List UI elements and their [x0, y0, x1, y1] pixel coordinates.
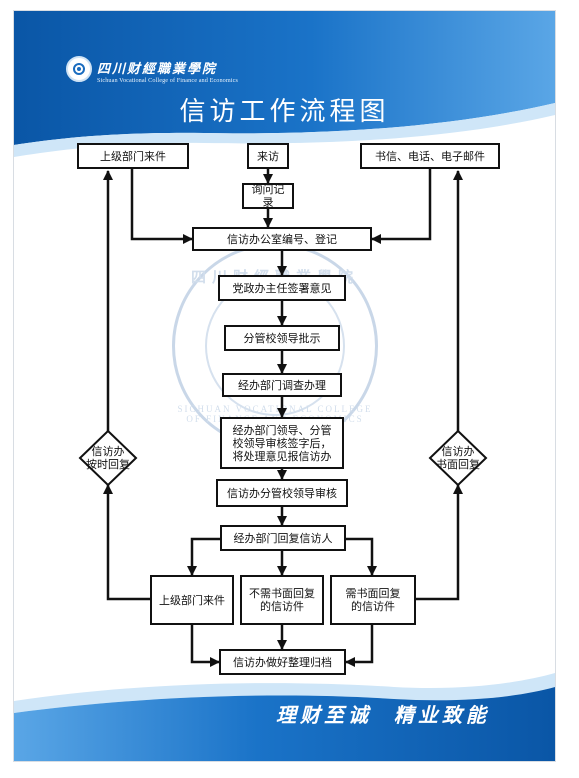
box-reply-visitor: 经办部门回复信访人	[220, 525, 346, 551]
arrow-superior-to-register	[130, 169, 193, 244]
arrow-reply-to-branch-superior	[187, 537, 220, 576]
box-branch-written: 需书面回复 的信访件	[330, 575, 416, 625]
school-logo-icon	[66, 56, 92, 82]
page-title: 信访工作流程图	[179, 97, 390, 127]
footer-slogan: 理财至诚 精业致能	[276, 703, 490, 727]
box-record: 询问记录	[242, 183, 294, 209]
flow-connectors	[78, 169, 488, 667]
header-band	[14, 11, 555, 145]
box-leader-approve: 分管校领导批示	[224, 325, 340, 351]
arrow-branch-superior-to-archive	[190, 625, 220, 667]
poster: 四川财經職業學院 Sichuan Vocational College of F…	[14, 11, 555, 761]
box-branch-no-written: 不需书面回复 的信访件	[240, 575, 324, 625]
school-name-en: Sichuan Vocational College of Finance an…	[97, 77, 238, 84]
arrow-left-loop	[103, 484, 150, 601]
footer-band	[14, 687, 555, 761]
school-name-cn: 四川财經職業學院	[97, 62, 218, 77]
box-register: 信访办公室编号、登记	[192, 227, 372, 251]
diamond-right-label: 信访办 书面回复	[436, 445, 480, 471]
diamond-left-shape	[78, 429, 138, 487]
box-office-review: 信访办分管校领导审核	[216, 479, 348, 507]
diamond-left-label: 信访办 按时回复	[86, 445, 130, 471]
box-branch-superior: 上级部门来件	[150, 575, 234, 625]
box-dept-handle: 经办部门调查办理	[222, 373, 342, 397]
box-source-letter: 书信、电话、电子邮件	[360, 143, 500, 169]
box-archive: 信访办做好整理归档	[219, 649, 346, 675]
box-party-office: 党政办主任签署意见	[218, 275, 346, 301]
box-dept-sign: 经办部门领导、分管 校领导审核签字后， 将处理意见报信访办	[220, 417, 344, 469]
arrow-letter-to-register	[371, 169, 432, 244]
box-source-superior: 上级部门来件	[77, 143, 189, 169]
footer-swoosh	[14, 673, 555, 713]
box-source-visit: 来访	[247, 143, 289, 169]
arrow-right-loop	[416, 484, 463, 601]
arrow-reply-to-branch-written	[346, 537, 377, 576]
diamond-right-shape	[428, 429, 488, 487]
arrow-branch-written-to-archive	[345, 625, 374, 667]
